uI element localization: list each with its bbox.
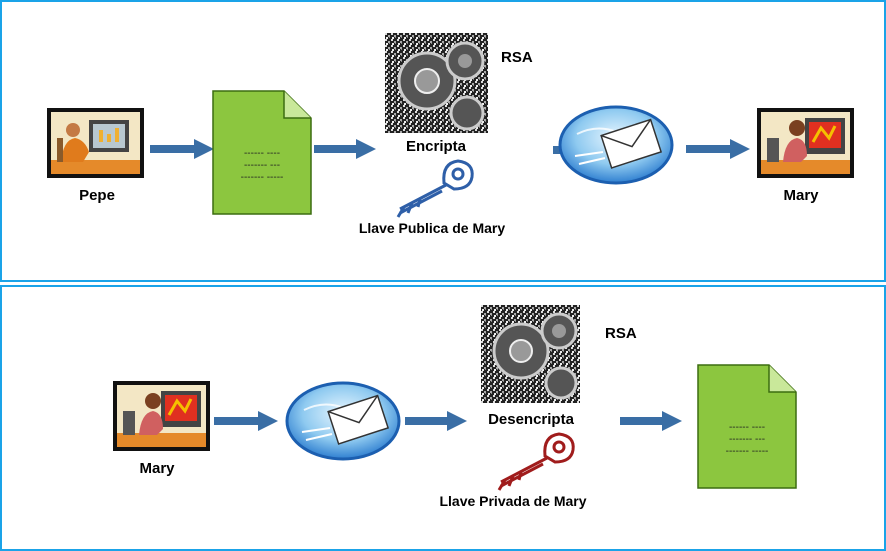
algorithm-label: RSA (501, 49, 533, 66)
gears-icon (481, 305, 580, 408)
decrypt-label: Desencripta (488, 411, 574, 428)
flow-arrow (214, 411, 278, 436)
flow-arrow (553, 143, 563, 161)
flow-arrow (405, 411, 467, 436)
flow-arrow (686, 139, 750, 164)
document-text: ------ ----------- ---------- ----- (240, 148, 284, 183)
document-text: ------ ----------- ---------- ----- (725, 422, 769, 457)
email-envelope-icon (557, 104, 675, 191)
mary-computer-icon (113, 381, 210, 451)
encrypt-label: Encripta (405, 138, 467, 155)
receiver-label: Mary (783, 187, 819, 204)
sender-label: Mary (139, 460, 175, 477)
private-key-label: Llave Privada de Mary (439, 493, 587, 509)
pepe-computer-icon (47, 108, 144, 178)
flow-arrow (150, 139, 214, 164)
document-icon (697, 364, 797, 494)
gears-icon (385, 33, 488, 138)
email-envelope-icon (284, 380, 402, 467)
algorithm-label: RSA (605, 325, 637, 342)
private-key-icon (493, 430, 578, 499)
mary-computer-icon (757, 108, 854, 178)
public-key-label: Llave Publica de Mary (358, 220, 506, 236)
public-key-icon (392, 157, 477, 226)
flow-arrow (314, 139, 376, 164)
document-icon (212, 90, 312, 220)
sender-label: Pepe (79, 187, 115, 204)
flow-arrow (620, 411, 682, 436)
